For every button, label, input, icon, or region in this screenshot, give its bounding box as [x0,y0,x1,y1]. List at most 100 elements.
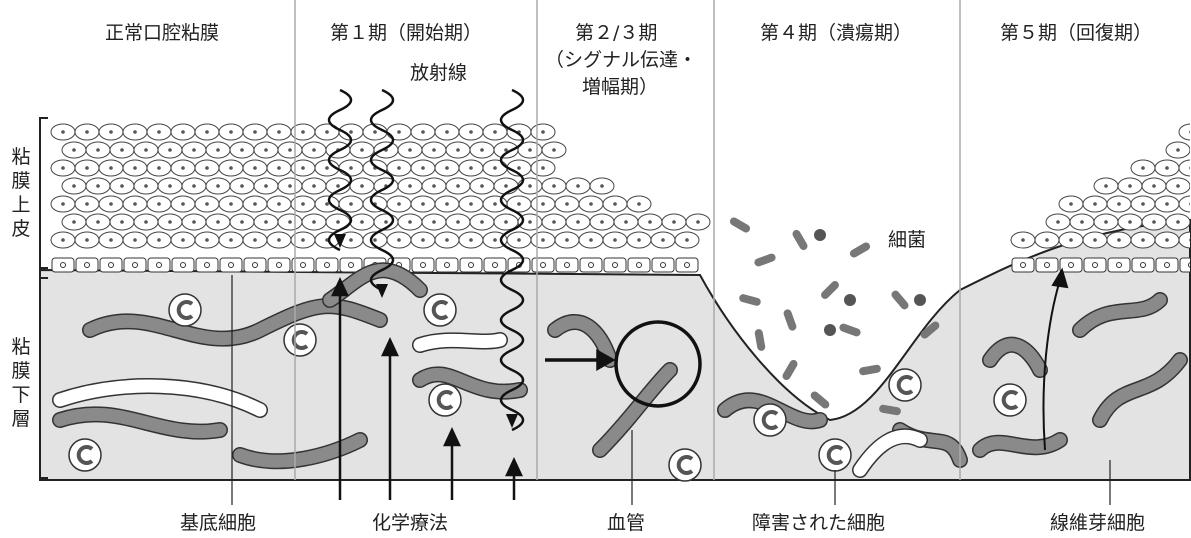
cell-nucleus [205,238,209,242]
basal-cell [604,258,626,272]
cell-nucleus [168,184,172,188]
cell-nucleus [157,238,161,242]
cell-nucleus [181,202,185,206]
bacterium [753,252,776,267]
bacterium [848,241,871,259]
epithelial-cell [1179,160,1191,176]
cell-nucleus [120,220,124,224]
cell-nucleus [240,184,244,188]
cell-nucleus [589,238,593,242]
blood-vessel-fill [980,440,1060,450]
cell-nucleus [277,166,281,170]
cell-nucleus [264,148,268,152]
cell-nucleus [480,148,484,152]
cell-nucleus [528,184,532,188]
basal-cell [316,258,338,272]
cell-nucleus [397,238,401,242]
cell-nucleus [1093,202,1097,206]
cell-nucleus [96,184,100,188]
cell-nucleus [1176,184,1180,188]
basal-cell [412,258,434,272]
cell-nucleus [277,202,281,206]
blood-vessel-label: 血管 [607,508,645,535]
cell-nucleus [1165,202,1169,206]
bacteria-cluster [814,229,826,241]
chemotherapy-label: 化学療法 [372,508,448,535]
cell-nucleus [408,148,412,152]
cell-nucleus [552,148,556,152]
cell-nucleus [61,166,65,170]
stage-title-normal: 正常口腔粘膜 [105,18,219,45]
cell-nucleus [696,220,700,224]
basal-cell [1012,258,1034,272]
cell-nucleus [229,130,233,134]
cell-nucleus [517,166,521,170]
basal-cell [124,258,146,272]
cell-nucleus [432,148,436,152]
bacteria-cluster [844,294,856,306]
cell-nucleus [613,202,617,206]
basal-cell [532,258,554,272]
cell-nucleus [397,130,401,134]
cell-nucleus [1165,238,1169,242]
leukocyte [69,439,101,471]
cell-nucleus [637,202,641,206]
cell-nucleus [133,238,137,242]
bacterium [738,293,761,306]
cell-nucleus [480,184,484,188]
cell-nucleus [288,148,292,152]
cell-nucleus [493,202,497,206]
cell-nucleus [181,238,185,242]
cell-nucleus [277,130,281,134]
cell-nucleus [1093,238,1097,242]
basal-cell [148,258,170,272]
cell-nucleus [456,184,460,188]
basal-cell [244,258,266,272]
stage-title-signaling-2: （シグナル伝達・ [545,45,697,72]
cell-nucleus [408,220,412,224]
bacterium [809,390,831,410]
cell-nucleus [624,220,628,224]
cell-nucleus [1141,166,1145,170]
cell-nucleus [144,220,148,224]
basal-cell [52,258,74,272]
cell-nucleus [253,202,257,206]
cell-nucleus [456,220,460,224]
epithelial-cell [1179,124,1191,140]
basal-cell [100,258,122,272]
cell-nucleus [565,202,569,206]
cell-nucleus [1141,202,1145,206]
basal-cell [1036,258,1058,272]
cell-nucleus [360,184,364,188]
cell-nucleus [1152,220,1156,224]
cell-nucleus [133,166,137,170]
leukocyte [169,294,201,326]
bacterium [890,289,910,311]
cell-nucleus [421,202,425,206]
cell-nucleus [421,166,425,170]
cell-nucleus [192,220,196,224]
cell-nucleus [493,130,497,134]
cell-nucleus [61,202,65,206]
cell-nucleus [120,184,124,188]
bacterium [791,228,809,251]
cell-nucleus [229,202,233,206]
cell-nucleus [613,238,617,242]
cell-nucleus [96,220,100,224]
bacterium [781,358,799,381]
basal-cell-label: 基底細胞 [180,508,256,535]
cell-nucleus [1152,184,1156,188]
cell-nucleus [133,202,137,206]
cell-nucleus [312,220,316,224]
basal-cell [652,258,674,272]
basal-cell [76,258,98,272]
cell-nucleus [96,148,100,152]
cell-nucleus [504,184,508,188]
cell-nucleus [72,220,76,224]
stage-title-signaling-1: 第２/３期 [575,18,657,45]
cell-nucleus [469,166,473,170]
cell-nucleus [528,220,532,224]
cell-nucleus [432,220,436,224]
leukocyte [284,324,316,356]
cell-nucleus [109,202,113,206]
